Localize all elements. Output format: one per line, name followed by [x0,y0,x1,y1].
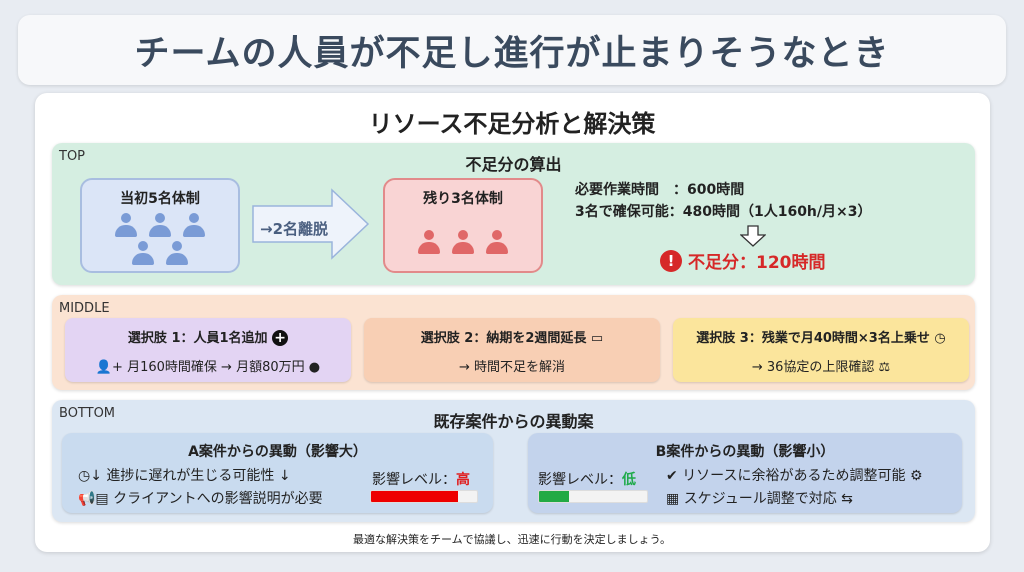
shortage-text: 不足分：120時間 [688,253,826,273]
impact-label: 影響レベル： [538,472,622,488]
option-detail: → 36協定の上限確認 [751,360,875,375]
clock-icon: ◷↓ [78,468,102,484]
calendar-icon: ▭ [590,331,604,346]
section-label: TOP [59,149,86,164]
transition-label: →2名離脱 [260,220,329,238]
section-heading: 既存案件からの異動案 [433,412,594,431]
megaphone-document-icon: 📢▤ [78,491,109,507]
person-icon [450,230,476,256]
option-detail: → 時間不足を解消 [458,360,566,375]
check-icon: ✔ [666,468,678,484]
down-arrow-icon: ↓ [278,468,291,484]
person-icon [147,213,173,239]
person-icon [130,241,156,267]
available-hours: 3名で確保可能：480時間（1人160h/月×3） [575,204,872,220]
top-section: TOP 不足分の算出 当初5名体制 →2名離脱 残り3名体制 必要作業時間 ：6… [52,143,975,285]
initial-team-label: 当初5名体制 [120,191,200,207]
gavel-icon: ⚖ [878,360,891,375]
section-heading: 不足分の算出 [465,155,562,174]
stopwatch-icon: ◷ [934,331,946,346]
option-detail: 月160時間確保 → 月額80万円 [127,360,305,375]
option-2-card[interactable]: 選択肢 2：納期を2週間延長 ▭ → 時間不足を解消 [364,318,660,382]
down-arrow-icon [740,225,766,247]
section-label: MIDDLE [59,301,110,316]
right-arrow-icon [252,188,370,260]
title-card: チームの人員が不足し進行が止まりそうなとき [18,15,1006,85]
footer-note: 最適な解決策をチームで協議し、迅速に行動を決定しましょう。 [352,533,671,546]
gear-icon: ⚙ [909,468,923,484]
alert-icon: ! [660,249,682,272]
option-3-card[interactable]: 選択肢 3：残業で月40時間×3名上乗せ ◷ → 36協定の上限確認 ⚖ [673,318,969,382]
section-label: BOTTOM [59,406,116,421]
option-title: 選択肢 2：納期を2週間延長 [420,331,587,346]
shortage-result: ! 不足分：120時間 [660,248,826,273]
delay-text: 進捗に遅れが生じる可能性 [106,468,275,484]
impact-bar-fill [371,491,458,502]
calendar-icon: ▦ [666,491,680,507]
impact-label: 影響レベル： [372,472,456,488]
bottom-section: BOTTOM 既存案件からの異動案 A案件からの異動（影響大） ◷↓ 進捗に遅れ… [52,400,975,522]
impact-bar [538,490,648,503]
person-icon [164,241,190,267]
option-a-card[interactable]: A案件からの異動（影響大） ◷↓ 進捗に遅れが生じる可能性 ↓ 📢▤ クライアン… [62,433,493,513]
person-icon [416,230,442,256]
impact-bar [370,490,478,503]
page-title: チームの人員が不足し進行が止まりそうなとき [134,33,890,74]
person-icon [113,213,139,239]
option-b-card[interactable]: B案件からの異動（影響小） 影響レベル：低 ✔ リソースに余裕があるため調整可能… [528,433,962,513]
people-icons [82,213,238,239]
client-text: クライアントへの影響説明が必要 [113,491,323,507]
option-1-card[interactable]: 選択肢 1：人員1名追加 + 👤+ 月160時間確保 → 月額80万円 ● [65,318,351,382]
coins-icon: ● [308,360,321,375]
impact-level: 低 [622,472,636,488]
option-title: 選択肢 1：人員1名追加 [127,331,268,346]
schedule-text: スケジュール調整で対応 [683,491,837,507]
person-icon [484,230,510,256]
remaining-team-box: 残り3名体制 [383,178,543,273]
person-icon [181,213,207,239]
add-user-icon: 👤+ [95,360,123,375]
swap-arrows-icon: ⇆ [841,491,853,507]
subtitle: リソース不足分析と解決策 [368,110,656,138]
people-icons [385,230,541,256]
resource-text: リソースに余裕があるため調整可能 [682,468,906,484]
middle-section: MIDDLE 選択肢 1：人員1名追加 + 👤+ 月160時間確保 → 月額80… [52,295,975,390]
card-title: B案件からの異動（影響小） [655,444,835,460]
people-icons [82,241,238,267]
remaining-team-label: 残り3名体制 [423,191,503,207]
card-title: A案件からの異動（影響大） [188,444,367,460]
option-title: 選択肢 3：残業で月40時間×3名上乗せ [696,331,930,346]
impact-level: 高 [456,472,470,488]
plus-circle-icon: + [272,330,289,346]
impact-bar-fill [539,491,570,502]
required-hours: 必要作業時間 ：600時間 [575,182,745,198]
initial-team-box: 当初5名体制 [80,178,240,273]
